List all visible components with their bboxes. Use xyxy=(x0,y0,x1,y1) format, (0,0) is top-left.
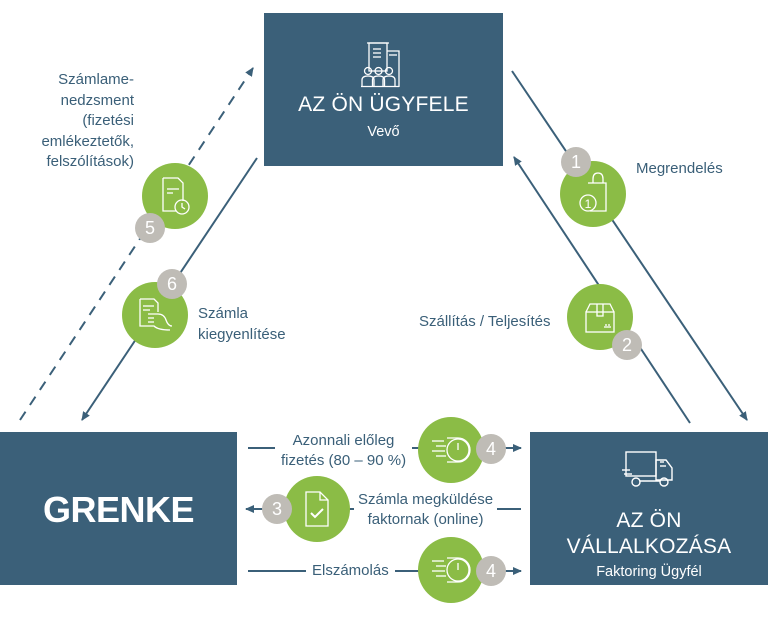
step-4a-label-line2: fizetés (80 – 90 %) xyxy=(281,452,407,469)
arrow-order xyxy=(511,70,748,421)
step-4b-circle xyxy=(418,537,484,603)
delivery-truck-icon xyxy=(622,448,678,493)
step-3-label-line2: faktornak (online) xyxy=(367,511,484,528)
step-6-label-line1: Számla xyxy=(198,305,249,322)
step-5-label-line: Számlame- xyxy=(58,71,134,88)
step-5-label-line: (fizetési xyxy=(82,112,134,129)
arrow-dashed-invoice-management xyxy=(19,67,254,421)
people-building-icon xyxy=(359,41,407,94)
business-box: AZ ÖN VÁLLALKOZÁSA Faktoring Ügyfél xyxy=(530,432,768,585)
step-5-label-line: emlékeztetők, xyxy=(41,132,134,150)
business-title-line1: AZ ÖN xyxy=(616,509,682,532)
step-5-badge: 5 xyxy=(135,213,165,243)
fast-clock-icon xyxy=(432,437,471,463)
step-1-label: Megrendelés xyxy=(636,159,723,179)
package-box-icon xyxy=(585,303,615,333)
step-6-badge: 6 xyxy=(157,269,187,299)
step-1-badge: 1 xyxy=(561,147,591,177)
customer-subtitle: Vevő xyxy=(367,124,400,140)
step-4a-label: Azonnali előleg fizetés (80 – 90 %) xyxy=(275,431,413,471)
step-6-label: Számla kiegyenlítése xyxy=(198,303,286,345)
step-4a-badge: 4 xyxy=(476,434,506,464)
step-4a-circle xyxy=(418,417,484,483)
step-4b-label: Elszámolás xyxy=(306,561,395,581)
step-6-label-line2: kiegyenlítése xyxy=(198,326,286,343)
document-check-icon xyxy=(305,491,329,527)
fast-clock-icon xyxy=(432,557,471,583)
customer-title: AZ ÖN ÜGYFELE xyxy=(298,93,469,116)
step-4b-badge: 4 xyxy=(476,556,506,586)
step-5-label-line: felszólítások) xyxy=(46,153,134,170)
customer-box: AZ ÖN ÜGYFELE Vevő xyxy=(264,13,503,166)
document-clock-icon xyxy=(162,177,190,215)
hand-document-icon xyxy=(139,298,173,331)
step-2-label: Szállítás / Teljesítés xyxy=(419,312,551,332)
step-4a-label-line1: Azonnali előleg xyxy=(292,432,395,449)
step-3-label-line1: Számla megküldése xyxy=(358,491,494,508)
step-2-badge: 2 xyxy=(612,330,642,360)
business-title-line2: VÁLLALKOZÁSA xyxy=(566,535,732,558)
shopping-bag-coin-icon: 1 xyxy=(579,172,607,212)
step-3-badge: 3 xyxy=(262,494,292,524)
grenke-box: GRENKE xyxy=(0,432,237,585)
svg-text:1: 1 xyxy=(585,197,592,211)
business-subtitle: Faktoring Ügyfél xyxy=(596,564,702,580)
grenke-logo: GRENKE xyxy=(42,489,195,530)
step-5-label: Számlame- nedzsment (fizetési emlékeztet… xyxy=(30,70,134,173)
step-3-label: Számla megküldése faktornak (online) xyxy=(354,490,498,530)
step-3-circle xyxy=(284,476,350,542)
step-5-label-line: nedzsment xyxy=(60,91,134,109)
